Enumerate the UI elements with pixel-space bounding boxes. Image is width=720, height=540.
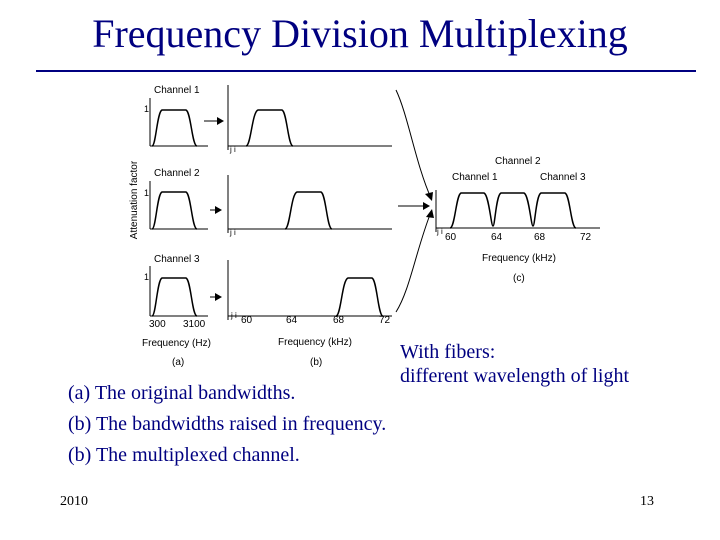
panel-b-tick-64: 64 bbox=[286, 315, 298, 326]
caption-c-text: The multiplexed channel. bbox=[95, 444, 300, 466]
panel-a-ch2-unit-tick: 1 bbox=[144, 188, 149, 198]
shift-arrows bbox=[204, 117, 224, 301]
caption-b-text: The bandwidths raised in frequency. bbox=[95, 413, 387, 435]
panel-a-channel-1-curve bbox=[151, 109, 198, 147]
panel-b-channel-1-curve bbox=[245, 109, 294, 147]
panel-c-tick-68: 68 bbox=[534, 232, 546, 243]
panel-c: j i Channel 2 Channel 1 Channel 3 60 64 … bbox=[435, 156, 600, 284]
panel-a-ch1-unit-tick: 1 bbox=[144, 104, 149, 114]
fiber-note-line-2: different wavelength of light bbox=[400, 365, 630, 387]
panel-b: j i j i j i 60 64 68 72 Frequency (kHz) … bbox=[227, 85, 392, 368]
panel-a-channel-3-label: Channel 3 bbox=[154, 254, 200, 265]
panel-a-tick-300: 300 bbox=[149, 319, 166, 330]
panel-a-tick-3100: 3100 bbox=[183, 319, 206, 330]
footer-year: 2010 bbox=[60, 494, 88, 509]
panel-c-multiplexed-curve bbox=[449, 192, 577, 229]
panel-a: Channel 1 1 Channel 2 1 Channel 3 1 300 … bbox=[142, 85, 211, 368]
caption-a-text: The original bandwidths. bbox=[94, 382, 296, 404]
y-axis-label: Attenuation factor bbox=[129, 160, 140, 239]
panel-b-tick-72: 72 bbox=[379, 315, 391, 326]
slide-title: Frequency Division Multiplexing bbox=[92, 11, 628, 56]
panel-a-tag: (a) bbox=[172, 357, 184, 368]
caption-c-tag: (b) bbox=[68, 444, 92, 466]
panel-b-tick-60: 60 bbox=[241, 315, 253, 326]
panel-a-channel-1-label: Channel 1 bbox=[154, 85, 200, 96]
panel-c-tick-72: 72 bbox=[580, 232, 592, 243]
panel-a-channel-2-curve bbox=[151, 191, 198, 230]
panel-b-row2-break: j i bbox=[229, 228, 236, 237]
panel-c-tick-60: 60 bbox=[445, 232, 457, 243]
panel-c-tag: (c) bbox=[513, 273, 525, 284]
caption-a-tag: (a) bbox=[68, 382, 91, 404]
panel-a-ch3-unit-tick: 1 bbox=[144, 272, 149, 282]
panel-b-x-label: Frequency (kHz) bbox=[278, 337, 352, 348]
panel-b-tag: (b) bbox=[310, 357, 322, 368]
panel-c-tick-64: 64 bbox=[491, 232, 503, 243]
panel-b-channel-2-curve bbox=[284, 191, 333, 230]
panel-b-row1-break: j i bbox=[229, 145, 236, 154]
caption-c: (b) The multiplexed channel. bbox=[68, 440, 386, 471]
panel-b-row3-break: j i bbox=[230, 311, 237, 320]
panel-b-channel-3-curve bbox=[335, 277, 384, 317]
figure-captions: (a) The original bandwidths. (b) The ban… bbox=[68, 378, 386, 471]
caption-a: (a) The original bandwidths. bbox=[68, 378, 386, 409]
panel-c-channel-1-label: Channel 1 bbox=[452, 172, 498, 183]
fiber-note-line-1: With fibers: bbox=[400, 341, 496, 363]
fiber-note: With fibers: different wavelength of lig… bbox=[400, 340, 629, 388]
caption-b-tag: (b) bbox=[68, 413, 92, 435]
panel-b-tick-68: 68 bbox=[333, 315, 345, 326]
panel-a-x-label: Frequency (Hz) bbox=[142, 338, 211, 349]
panel-a-channel-3-curve bbox=[151, 277, 198, 317]
title-underline bbox=[36, 70, 696, 72]
panel-c-x-label: Frequency (kHz) bbox=[482, 253, 556, 264]
panel-c-channel-2-label: Channel 2 bbox=[495, 156, 541, 167]
panel-a-channel-2-label: Channel 2 bbox=[154, 168, 200, 179]
caption-b: (b) The bandwidths raised in frequency. bbox=[68, 409, 386, 440]
merge-arrows bbox=[395, 89, 434, 313]
panel-c-channel-3-label: Channel 3 bbox=[540, 172, 586, 183]
panel-c-break: j i bbox=[436, 227, 443, 236]
slide-number: 13 bbox=[640, 494, 654, 509]
